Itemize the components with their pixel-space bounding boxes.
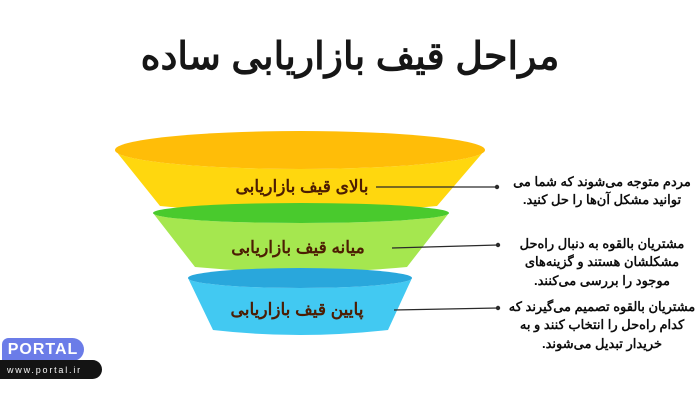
stage-label-bottom: پایین قیف بازاریابی <box>231 300 364 320</box>
stage-label-middle: میانه قیف بازاریابی <box>231 238 364 258</box>
description-middle-of-funnel: مشتریان بالقوه به دنبال راه‌حل مشکلشان ه… <box>519 236 685 288</box>
funnel-stage-bottom-body <box>188 278 412 335</box>
connector-line-bottom <box>393 307 499 311</box>
portal-website-url: www.portal.ir <box>0 360 102 379</box>
funnel-stage-top-rim <box>115 131 485 169</box>
description-top-of-funnel: مردم متوجه می‌شوند که شما می توانید مشکل… <box>513 174 691 208</box>
description-bottom-of-funnel: مشتریان بالقوه تصمیم می‌گیرند که کدام را… <box>508 299 696 351</box>
funnel-stage-middle-body <box>153 213 449 272</box>
funnel-stage-top-body <box>115 150 485 213</box>
funnel-stage-bottom-rim <box>188 268 412 288</box>
stage-label-top: بالای قیف بازاریابی <box>235 177 368 197</box>
funnel-stage-middle-rim <box>153 203 449 223</box>
page-title: مراحل قیف بازاریابی ساده <box>140 36 560 78</box>
portal-logo-text: PORTAL <box>7 340 79 358</box>
portal-logo: PORTAL <box>2 338 84 361</box>
connector-dot-bottom <box>495 305 501 311</box>
connector-dot-top <box>494 184 500 190</box>
connector-line-middle <box>391 244 499 249</box>
connector-dot-middle <box>495 242 501 248</box>
portal-url-text: www.portal.ir <box>7 364 82 375</box>
